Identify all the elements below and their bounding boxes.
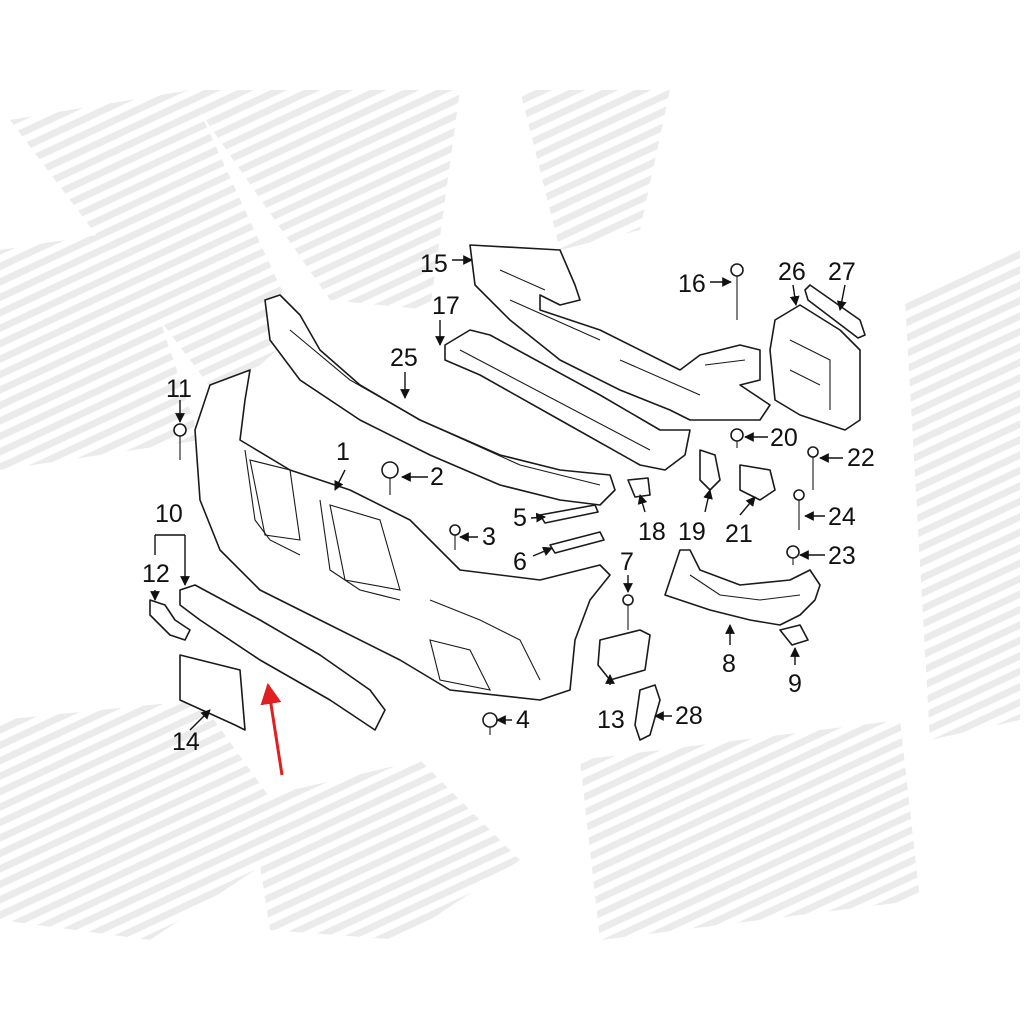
callout-27: 27 xyxy=(828,258,856,286)
callout-15: 15 xyxy=(420,250,448,278)
watermark xyxy=(0,90,1020,940)
side-bracket xyxy=(664,549,821,626)
callout-labels: 1 2 3 4 5 6 7 8 9 10 11 12 13 14 15 16 1… xyxy=(142,250,875,756)
callout-4: 4 xyxy=(516,706,530,734)
callout-2: 2 xyxy=(430,463,444,491)
callout-24: 24 xyxy=(828,503,856,531)
bumper-carrier xyxy=(469,244,771,421)
callout-21: 21 xyxy=(725,520,753,548)
callout-28: 28 xyxy=(675,702,703,730)
callout-9: 9 xyxy=(788,670,802,698)
bumper-cover xyxy=(194,369,611,701)
callout-1: 1 xyxy=(336,438,350,466)
callout-3: 3 xyxy=(482,523,496,551)
callout-16: 16 xyxy=(678,270,706,298)
callout-6: 6 xyxy=(513,548,527,576)
side-mount xyxy=(769,304,861,431)
callout-22: 22 xyxy=(847,444,875,472)
callout-18: 18 xyxy=(638,518,666,546)
mount-strip xyxy=(804,284,866,339)
callout-14: 14 xyxy=(172,728,200,756)
leader-lines xyxy=(150,255,847,731)
impact-bar xyxy=(444,329,691,471)
callout-11: 11 xyxy=(166,375,192,403)
side-trim xyxy=(149,599,191,641)
callout-20: 20 xyxy=(770,424,798,452)
highlight-arrow xyxy=(260,682,284,776)
callout-8: 8 xyxy=(722,650,736,678)
callout-10: 10 xyxy=(155,500,183,528)
callout-17: 17 xyxy=(432,292,460,320)
callout-13: 13 xyxy=(597,706,625,734)
callout-19: 19 xyxy=(678,518,706,546)
small-parts xyxy=(173,263,819,741)
upper-absorber xyxy=(264,294,616,506)
callout-7: 7 xyxy=(620,548,634,576)
lower-trim-strip xyxy=(179,584,386,731)
callout-23: 23 xyxy=(828,542,856,570)
callout-25: 25 xyxy=(390,344,418,372)
callout-5: 5 xyxy=(513,504,527,532)
license-bracket xyxy=(179,654,246,731)
callout-12: 12 xyxy=(142,560,170,588)
callout-26: 26 xyxy=(778,258,806,286)
